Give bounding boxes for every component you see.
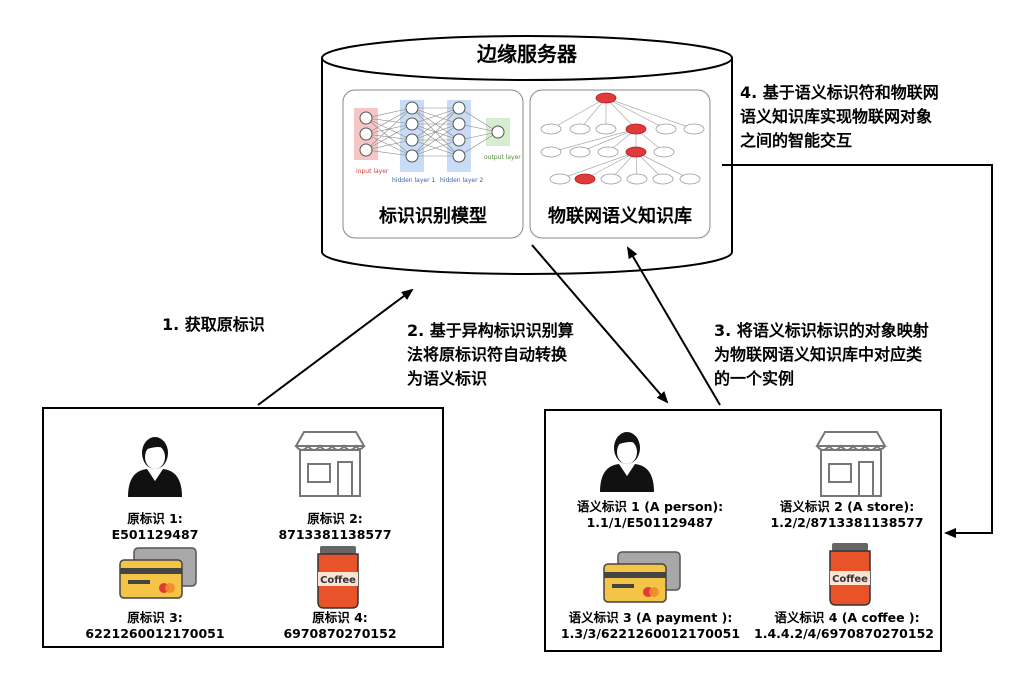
- semantic-id-3-label: 语义标识 3 (A payment ):: [568, 610, 733, 625]
- kb-panel: [529, 89, 711, 239]
- original-id-1-value: E501129487: [111, 527, 199, 542]
- arrow-step3: [626, 246, 721, 406]
- semantic-id-1-value: 1.1/1/E501129487: [586, 515, 714, 530]
- kb-tree-highlight-nodes: [574, 92, 647, 185]
- credit-card-icon: [119, 547, 197, 599]
- semantic-id-1-label: 语义标识 1 (A person):: [576, 499, 724, 514]
- store-icon: [815, 431, 887, 497]
- semantic-id-4-label: 语义标识 4 (A coffee ):: [774, 610, 920, 625]
- step2-line2: 法将原标识符自动转换: [407, 345, 568, 364]
- nn-hidden2-label: hidden layer 2: [440, 177, 483, 184]
- arrow-step4: [722, 164, 993, 538]
- store-icon: [294, 431, 366, 497]
- nn-output-label: output layer: [484, 154, 521, 161]
- person-icon: [128, 437, 182, 497]
- original-id-1-label: 原标识 1:: [127, 511, 183, 526]
- kb-label: 物联网语义知识库: [548, 206, 692, 227]
- step4-line3: 之间的智能交互: [740, 131, 853, 150]
- nn-edges: [365, 107, 499, 157]
- step2-line1: 2. 基于异构标识识别算: [407, 321, 574, 340]
- step3-line1: 3. 将语义标识标识的对象映射: [714, 321, 929, 340]
- nn-nodes: [359, 101, 505, 163]
- original-id-3-label: 原标识 3:: [127, 610, 183, 625]
- step4-line2: 语义知识库实现物联网对象: [740, 107, 933, 126]
- nn-hidden1-label: hidden layer 1: [392, 177, 435, 184]
- semantic-id-2-value: 1.2/2/8713381138577: [770, 515, 924, 530]
- semantic-id-2-label: 语义标识 2 (A store):: [779, 499, 915, 514]
- original-id-box: [42, 407, 444, 648]
- original-id-3-value: 6221260012170051: [85, 626, 225, 641]
- model-label: 标识识别模型: [379, 206, 487, 227]
- coffee-cup-text: Coffee: [832, 574, 868, 585]
- original-id-4-label: 原标识 4:: [312, 610, 368, 625]
- arrow-step1: [257, 288, 414, 406]
- semantic-id-3-value: 1.3/3/6221260012170051: [560, 626, 741, 641]
- original-id-2-value: 8713381138577: [278, 527, 392, 542]
- step3-line3: 的一个实例: [714, 369, 795, 388]
- nn-input-label: input layer: [356, 168, 389, 175]
- semantic-id-4-value: 1.4.4.2/4/6970870270152: [754, 626, 934, 641]
- person-icon: [600, 432, 654, 492]
- kb-tree-nodes: [540, 123, 705, 185]
- credit-card-icon: [603, 551, 681, 603]
- step4-line1: 4. 基于语义标识符和物联网: [740, 83, 939, 102]
- coffee-cup-icon: Coffee: [829, 543, 871, 606]
- step3-line2: 为物联网语义知识库中对应类: [714, 345, 923, 364]
- original-id-4-value: 6970870270152: [283, 626, 397, 641]
- coffee-cup-icon: Coffee: [317, 546, 359, 609]
- step2-line3: 为语义标识: [407, 369, 488, 388]
- server-title: 边缘服务器: [477, 42, 577, 66]
- arrow-step2: [531, 244, 669, 404]
- step1-label: 1. 获取原标识: [162, 315, 265, 334]
- original-id-2-label: 原标识 2:: [307, 511, 363, 526]
- model-panel: input layer hidden layer 1 hidden layer …: [342, 89, 524, 239]
- coffee-cup-text: Coffee: [320, 575, 356, 586]
